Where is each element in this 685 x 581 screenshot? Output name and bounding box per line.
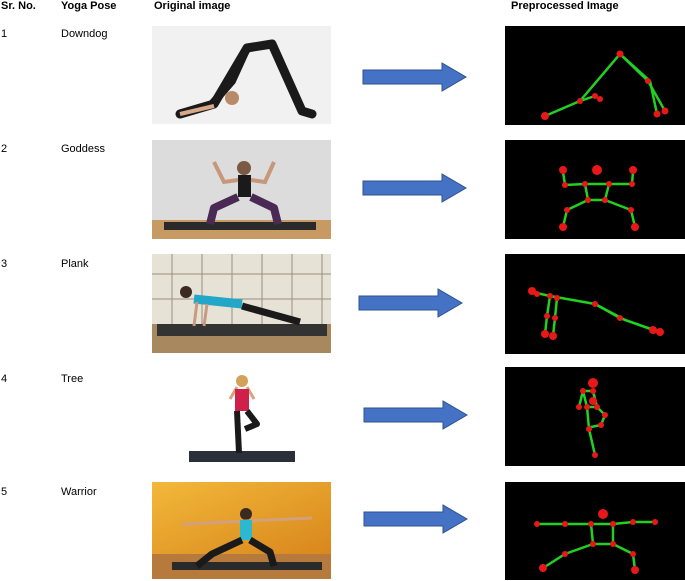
row-1-arrow xyxy=(362,62,468,92)
row-5-arrow xyxy=(363,504,469,534)
row-4-skeleton-image xyxy=(505,367,685,466)
row-1-original-photo xyxy=(152,26,331,124)
row-4-original-photo xyxy=(187,369,297,465)
row-3-number: 3 xyxy=(1,258,8,270)
header-original-image: Original image xyxy=(154,0,231,12)
row-3-arrow xyxy=(358,288,464,318)
row-2-number: 2 xyxy=(1,143,8,155)
row-3-original-photo xyxy=(152,254,331,353)
row-3-skeleton-image xyxy=(505,254,685,354)
row-1-pose-name: Downdog xyxy=(61,28,108,40)
row-2-skeleton-image xyxy=(505,140,685,239)
row-5-number: 5 xyxy=(1,486,8,498)
row-2-arrow xyxy=(362,173,468,203)
row-5-skeleton-image xyxy=(505,482,685,580)
header-sr-no: Sr. No. xyxy=(1,0,36,12)
row-5-pose-name: Warrior xyxy=(61,486,97,498)
row-4-pose-name: Tree xyxy=(61,373,84,385)
row-4-arrow xyxy=(363,400,469,430)
header-yoga-pose: Yoga Pose xyxy=(61,0,117,12)
row-2-original-photo xyxy=(152,140,331,239)
row-3-pose-name: Plank xyxy=(61,258,89,270)
header-preprocessed-image: Preprocessed Image xyxy=(511,0,619,12)
row-5-original-photo xyxy=(152,482,331,579)
row-2-pose-name: Goddess xyxy=(61,143,106,155)
row-4-number: 4 xyxy=(1,373,8,385)
row-1-skeleton-image xyxy=(505,26,685,125)
row-1-number: 1 xyxy=(1,28,8,40)
